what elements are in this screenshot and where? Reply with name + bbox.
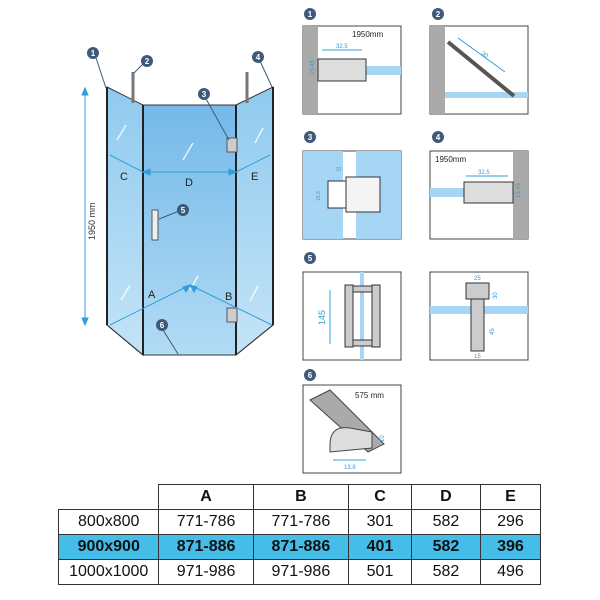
table-cell: 871-886 — [252, 534, 350, 560]
detail-5b: 25 30 45 15 — [429, 271, 529, 361]
label-b: B — [225, 291, 232, 303]
table-cell: 971-986 — [252, 559, 350, 585]
table-cell: 396 — [479, 534, 542, 560]
svg-text:1950mm: 1950mm — [435, 155, 466, 164]
svg-text:5: 5 — [308, 254, 313, 263]
svg-text:32.5: 32.5 — [478, 170, 490, 176]
hinge-top — [226, 137, 238, 153]
table-row: 800x800 771-786 771-786 301 582 296 — [57, 509, 542, 535]
svg-text:1950mm: 1950mm — [352, 30, 383, 39]
door-handle — [151, 209, 159, 241]
svg-text:25: 25 — [474, 276, 481, 282]
table-cell: 971-986 — [158, 559, 254, 585]
header-cell — [58, 484, 160, 510]
table-cell: 582 — [411, 534, 481, 560]
header-cell: D — [411, 484, 481, 510]
detail-marker-6 — [304, 369, 316, 381]
svg-text:5: 5 — [181, 206, 186, 215]
svg-text:15.45: 15.45 — [516, 182, 522, 198]
svg-text:15.45: 15.45 — [310, 59, 316, 75]
table-row-highlighted: 900x900 871-886 871-886 401 582 396 — [57, 534, 542, 560]
detail-marker-3 — [304, 131, 316, 143]
shower-diagram: 1950 mm C D E A B 1 2 3 4 5 6 1 1950mm — [81, 8, 529, 474]
svg-text:3: 3 — [202, 90, 207, 99]
table-cell: 771-786 — [252, 509, 350, 535]
detail-marker-5 — [304, 252, 316, 264]
shower-enclosure: 1950 mm C D E A B — [81, 72, 274, 357]
svg-text:45: 45 — [490, 328, 496, 335]
detail-2: 2 30 — [429, 8, 529, 115]
marker-5 — [177, 204, 189, 216]
label-d: D — [185, 177, 193, 189]
svg-text:575 mm: 575 mm — [355, 391, 384, 400]
detail-3: 3 31 15.3 — [302, 131, 402, 240]
detail-1: 1 1950mm 32.5 15.45 — [302, 8, 402, 115]
label-c: C — [120, 171, 128, 183]
detail-marker-1 — [304, 8, 316, 20]
svg-text:31: 31 — [336, 167, 342, 173]
table-cell: 582 — [411, 559, 481, 585]
marker-3 — [198, 88, 210, 100]
svg-text:4: 4 — [256, 53, 261, 62]
table-cell: 496 — [479, 559, 542, 585]
marker-2 — [141, 55, 153, 67]
dimension-table: A B C D E 800x800 771-786 771-786 301 58… — [57, 484, 542, 585]
marker-1 — [87, 47, 99, 59]
svg-text:145: 145 — [317, 310, 327, 325]
svg-text:2: 2 — [436, 10, 441, 19]
hinge-bottom — [226, 307, 238, 323]
header-cell: B — [252, 484, 350, 510]
svg-text:6: 6 — [160, 321, 165, 330]
table-cell: 800x800 — [57, 509, 160, 535]
header-cell: E — [479, 484, 542, 510]
table-cell: 871-886 — [158, 534, 254, 560]
table-cell: 1000x1000 — [57, 559, 160, 585]
svg-text:2: 2 — [145, 57, 150, 66]
main-markers: 1 2 3 4 5 6 — [87, 47, 273, 355]
height-label: 1950 mm — [87, 202, 97, 240]
table-cell: 301 — [347, 509, 413, 535]
table-cell: 401 — [347, 534, 413, 560]
header-cell: A — [158, 484, 254, 510]
right-side-panel — [235, 86, 274, 357]
svg-text:13.8: 13.8 — [344, 465, 356, 471]
table-cell: 900x900 — [57, 534, 160, 560]
label-e: E — [251, 171, 258, 183]
table-cell: 582 — [411, 509, 481, 535]
svg-text:6: 6 — [308, 371, 313, 380]
table-cell: 296 — [479, 509, 542, 535]
detail-marker-2 — [432, 8, 444, 20]
detail-4: 4 1950mm 32.5 15.45 — [429, 131, 529, 240]
table-header-row: A B C D E — [58, 484, 542, 510]
svg-text:30: 30 — [480, 51, 489, 60]
svg-text:15: 15 — [474, 354, 481, 360]
marker-4 — [252, 51, 264, 63]
detail-6: 6 575 mm 13.8 10 — [302, 369, 402, 474]
svg-text:3: 3 — [308, 133, 313, 142]
svg-text:4: 4 — [436, 133, 441, 142]
svg-text:10: 10 — [380, 435, 386, 442]
svg-text:15.3: 15.3 — [316, 191, 322, 201]
table-cell: 501 — [347, 559, 413, 585]
header-cell: C — [347, 484, 413, 510]
svg-text:30: 30 — [493, 292, 499, 299]
detail-5: 5 145 — [302, 252, 402, 361]
table-row: 1000x1000 971-986 971-986 501 582 496 — [57, 559, 542, 585]
detail-marker-4 — [432, 131, 444, 143]
marker-6 — [156, 319, 168, 331]
svg-text:1: 1 — [91, 49, 96, 58]
svg-text:1: 1 — [308, 10, 313, 19]
label-a: A — [148, 289, 156, 301]
table-cell: 771-786 — [158, 509, 254, 535]
svg-text:32.5: 32.5 — [336, 44, 348, 50]
